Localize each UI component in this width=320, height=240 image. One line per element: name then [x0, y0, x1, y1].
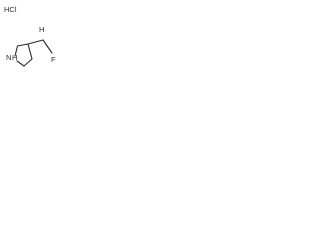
ring-bond-c3-c2	[16, 43, 29, 47]
ring-nitrogen-label: N	[6, 53, 11, 62]
stereo-hydrogen-label: H	[39, 25, 44, 34]
ring-nitrogen-hydrogen-label: H	[12, 53, 17, 62]
chemical-structure-diagram: HCl N H H F	[4, 5, 56, 67]
c2-ch2-bond	[27, 39, 44, 45]
ring-bond-c5-c4	[23, 58, 33, 67]
salt-label: HCl	[4, 5, 17, 14]
ch2-f-bond	[42, 39, 53, 54]
ring-bond-n-c2	[14, 45, 19, 57]
ring-bond-c4-c3	[27, 43, 33, 60]
fluorine-label: F	[51, 55, 56, 64]
ring-bond-n-c5	[16, 60, 25, 67]
